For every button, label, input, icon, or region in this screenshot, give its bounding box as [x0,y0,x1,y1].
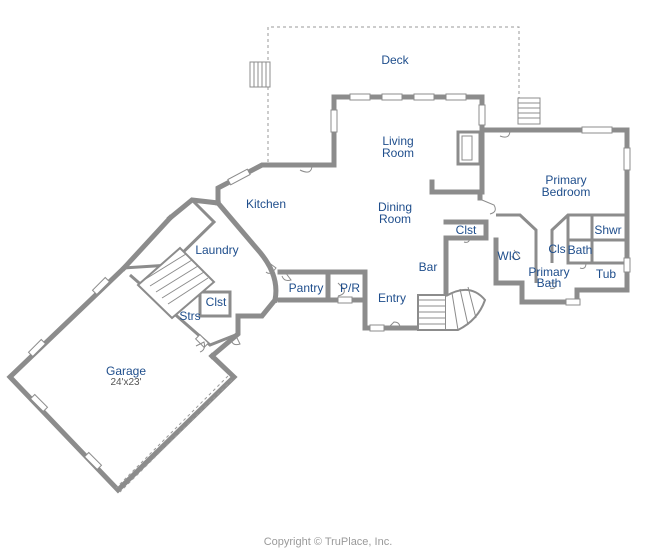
label-kitchen: Kitchen [246,197,286,211]
label-dining-1: Dining [378,200,412,214]
deck-outline [267,26,520,162]
label-living-2: Room [382,146,414,160]
label-pantry: Pantry [289,281,324,295]
label-strs: Strs [179,309,200,323]
label-pr: P/R [340,281,360,295]
label-laundry: Laundry [195,243,238,257]
label-primary-bedroom-1: Primary [545,173,586,187]
label-primary-bath-2: Bath [537,276,562,290]
label-bar: Bar [419,260,438,274]
label-clst-upper: Clst [456,223,477,237]
label-entry: Entry [378,291,406,305]
label-clst-lower: Clst [206,295,227,309]
entry-stairs [417,286,487,331]
room-labels: Deck Living Room Kitchen Dining Room Pri… [106,53,622,388]
label-garage-size: 24'x23' [110,377,141,388]
label-garage: Garage [106,364,146,378]
door-swings [195,129,587,353]
label-deck: Deck [381,53,409,67]
copyright-text: Copyright © TruPlace, Inc. [263,536,393,548]
label-primary-bath-1: Primary [528,265,569,279]
primary-suite-walls [496,213,627,283]
windows [27,93,631,471]
label-dining-2: Room [379,212,411,226]
interior-stairs [136,246,216,320]
deck-stairs-right [517,97,541,125]
garage-door [115,375,233,493]
label-primary-bedroom-2: Bedroom [542,185,591,199]
label-bath: Bath [568,243,593,257]
label-cls: Cls [548,242,565,256]
deck-stairs-left [249,61,271,88]
label-shwr: Shwr [594,223,621,237]
label-living-1: Living [382,134,413,148]
label-tub: Tub [596,267,617,281]
fireplace [456,130,482,166]
label-wic: WIC [497,249,521,263]
